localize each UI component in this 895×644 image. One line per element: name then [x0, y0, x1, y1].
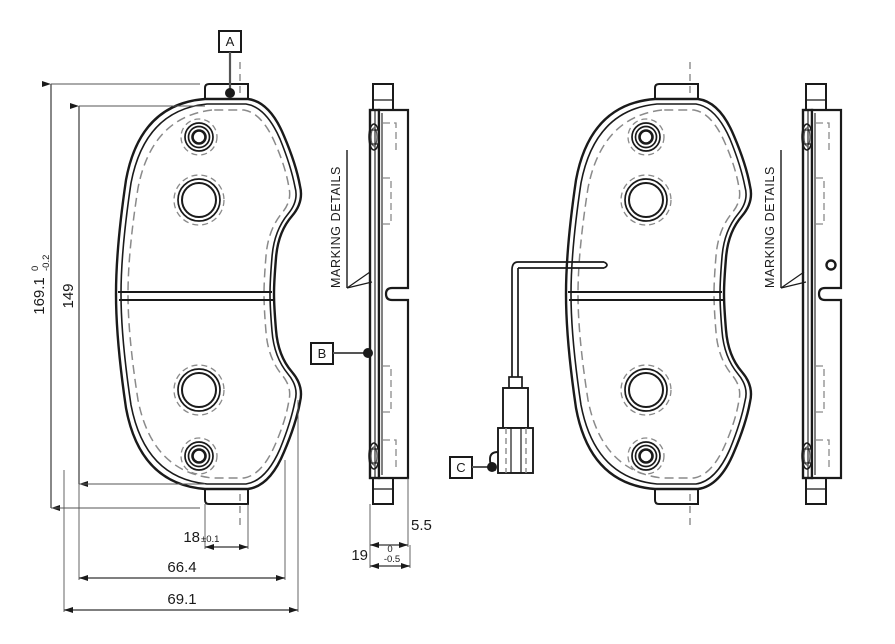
side-rivet-lower-right — [801, 442, 813, 470]
pad-friction-contour-right — [570, 103, 747, 485]
side-bottom-ear-left — [372, 477, 394, 505]
side-friction-block-right — [810, 108, 843, 480]
side-top-ear-left — [372, 83, 394, 111]
rivet-upper-left — [180, 118, 218, 156]
hole-lower-right — [620, 364, 672, 416]
datum-c-label: C — [456, 460, 465, 475]
side-friction-block-left — [377, 108, 410, 480]
marking-details-right-leader — [780, 271, 805, 289]
marking-details-right: MARKING DETAILS — [763, 150, 807, 289]
pad-friction-hidden-contour — [127, 109, 291, 479]
dimension-width-overall: 69.1 — [63, 400, 299, 613]
sensor-hole-right — [825, 259, 837, 271]
marking-details-left-text: MARKING DETAILS — [329, 166, 343, 288]
dimension-notch-width-tol: ±0.1 — [201, 534, 219, 545]
right-front-view — [564, 62, 753, 530]
side-rivet-upper-right — [801, 123, 813, 151]
datum-a-label: A — [226, 34, 235, 49]
wear-sensor-cable — [511, 261, 608, 380]
wear-sensor-body-upper — [502, 387, 529, 429]
dimension-height-overall-tol-lower: -0.2 — [41, 255, 52, 271]
marking-details-left: MARKING DETAILS — [329, 150, 373, 289]
dimension-height-overall: 169.1 0 -0.2 — [30, 81, 200, 511]
dimension-backplate-thickness: 5.5 — [370, 478, 432, 548]
pad-backing-plate-outline-right — [564, 97, 753, 491]
dimension-width-inner-value: 66.4 — [167, 559, 196, 576]
marking-details-right-text: MARKING DETAILS — [763, 166, 777, 288]
dimension-width-inner: 66.4 — [78, 460, 286, 581]
dimension-total-thickness-tol-lower: -0.5 — [384, 554, 400, 565]
dimension-total-thickness: 19 0 -0.5 — [351, 504, 411, 569]
dimension-height-inner: 149 — [60, 103, 205, 487]
pad-top-tab — [204, 83, 249, 99]
hole-upper-left — [173, 174, 225, 226]
dimension-total-thickness-tol-upper: 0 — [387, 544, 392, 555]
datum-a[interactable]: A — [218, 30, 242, 98]
side-hidden-lines-right — [816, 122, 830, 468]
wear-sensor-connector — [497, 427, 534, 474]
brake-wear-sensor — [489, 261, 608, 474]
dimension-total-thickness-value: 19 — [351, 547, 368, 564]
left-front-view — [114, 62, 303, 530]
side-rivet-upper-left — [368, 123, 380, 151]
pad-friction-hidden-contour-right — [577, 109, 741, 479]
dimension-backplate-thickness-value: 5.5 — [411, 517, 432, 534]
dimension-height-overall-tol-upper: 0 — [30, 266, 41, 271]
datum-a-dot — [225, 88, 235, 98]
pad-bottom-tab — [204, 489, 249, 505]
rivet-lower-right — [627, 437, 665, 475]
hole-lower-left — [173, 364, 225, 416]
pad-center-slot — [118, 291, 273, 301]
hole-upper-right — [620, 174, 672, 226]
datum-b-dot — [363, 348, 373, 358]
side-rivet-lower-left — [368, 442, 380, 470]
dimension-height-overall-value: 169.1 — [31, 277, 48, 315]
datum-b[interactable]: B — [310, 342, 373, 365]
datum-b-label: B — [318, 346, 327, 361]
datum-c[interactable]: C — [449, 456, 497, 479]
right-side-view — [801, 83, 843, 505]
datum-c-dot — [487, 462, 497, 472]
rivet-upper-right — [627, 118, 665, 156]
pad-center-slot-right — [568, 291, 723, 301]
dimension-width-overall-value: 69.1 — [167, 591, 196, 608]
side-bottom-ear-right — [805, 477, 827, 505]
side-hidden-lines-left — [383, 122, 397, 468]
rivet-lower-left — [180, 437, 218, 475]
marking-details-left-leader — [346, 271, 371, 289]
left-side-view — [368, 83, 410, 505]
side-top-ear-right — [805, 83, 827, 111]
pad-backing-plate-outline — [114, 97, 303, 491]
wear-sensor-collar — [508, 376, 523, 389]
dimension-notch-width: 18 ±0.1 — [183, 504, 249, 550]
pad-friction-contour — [120, 103, 297, 485]
pad-top-tab-right — [654, 83, 699, 99]
dimension-notch-width-value: 18 — [183, 529, 200, 546]
pad-bottom-tab-right — [654, 489, 699, 505]
dimension-height-inner-value: 149 — [60, 283, 77, 308]
